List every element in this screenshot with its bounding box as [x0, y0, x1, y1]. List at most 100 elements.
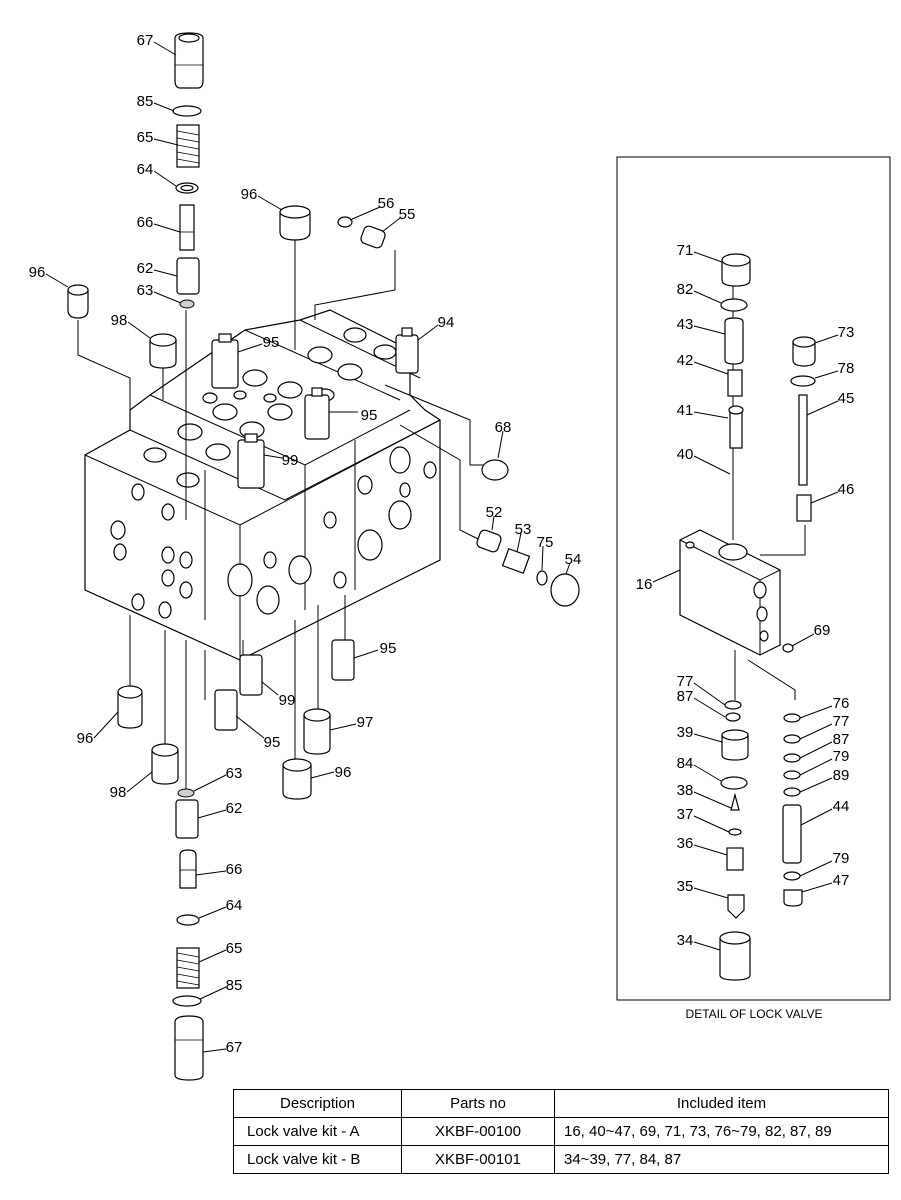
upper-spool-stack	[172, 32, 204, 309]
callout-number: 73	[838, 324, 855, 341]
callout-96: 96	[310, 764, 351, 781]
callout-95: 95	[353, 640, 397, 659]
caps-and-relief-valves	[67, 205, 580, 800]
callout-99: 99	[263, 452, 298, 469]
callout-leader	[417, 324, 439, 341]
callout-63: 63	[137, 282, 182, 304]
callout-number: 89	[833, 767, 850, 784]
callout-77: 77	[677, 673, 726, 706]
callout-number: 95	[380, 640, 397, 657]
callout-number: 95	[361, 407, 378, 424]
callout-number: 39	[677, 724, 694, 741]
callout-number: 40	[677, 446, 694, 463]
callout-leader	[153, 291, 182, 304]
callout-number: 69	[814, 622, 831, 639]
callout-number: 65	[226, 940, 243, 957]
callout-82: 82	[677, 281, 722, 304]
cell-description: Lock valve kit - A	[233, 1117, 402, 1146]
callout-leader	[693, 887, 729, 899]
callout-45: 45	[806, 390, 854, 416]
column-header-description: Description	[233, 1089, 402, 1118]
callout-number: 55	[399, 206, 416, 223]
callout-leader	[153, 269, 178, 277]
callout-95: 95	[329, 407, 377, 424]
callout-number: 82	[677, 281, 694, 298]
callout-number: 62	[137, 260, 154, 277]
callout-number: 41	[677, 402, 694, 419]
callout-number: 78	[838, 360, 855, 377]
callout-34: 34	[677, 932, 721, 951]
callout-number: 77	[833, 713, 850, 730]
callout-leader	[693, 455, 731, 475]
callout-leader	[193, 774, 227, 792]
callout-44: 44	[800, 798, 849, 826]
callout-37: 37	[677, 806, 730, 833]
leader-lines	[77, 240, 485, 790]
callout-40: 40	[677, 446, 731, 475]
callout-leader	[814, 370, 839, 379]
callout-96: 96	[29, 264, 69, 288]
callout-47: 47	[801, 872, 849, 893]
callout-leader	[541, 545, 544, 571]
callout-leader	[153, 170, 177, 187]
callout-78: 78	[814, 360, 855, 379]
callout-leader	[153, 138, 179, 146]
lock-valve-kit-table: Description Parts no Included item Lock …	[233, 1089, 889, 1174]
callout-number: 37	[677, 806, 694, 823]
callout-41: 41	[677, 402, 729, 419]
callout-number: 36	[677, 835, 694, 852]
callout-number: 53	[515, 521, 532, 538]
table-row: Lock valve kit - A XKBF-00100 16, 40~47,…	[233, 1117, 889, 1146]
callout-94: 94	[417, 314, 454, 341]
callout-leader	[93, 711, 119, 739]
callout-number: 75	[537, 534, 554, 551]
callout-number: 67	[226, 1039, 243, 1056]
callout-leader	[799, 777, 833, 793]
cell-included-item: 34~39, 77, 84, 87	[554, 1145, 889, 1174]
callout-leader	[810, 491, 839, 504]
callout-73: 73	[814, 324, 855, 344]
callout-number: 85	[226, 977, 243, 994]
callout-leader	[693, 361, 729, 375]
callout-68: 68	[495, 419, 511, 459]
callout-number: 95	[263, 334, 280, 351]
callout-leader	[198, 906, 227, 919]
callout-number: 66	[226, 861, 243, 878]
callout-87: 87	[799, 731, 849, 759]
callout-number: 96	[241, 186, 258, 203]
callout-96: 96	[241, 186, 283, 211]
callout-number: 84	[677, 755, 694, 772]
callout-leader	[491, 515, 495, 531]
callout-number: 96	[77, 730, 94, 747]
callout-number: 42	[677, 352, 694, 369]
callout-leader	[693, 941, 721, 951]
callout-leader	[310, 771, 335, 779]
cell-parts-no: XKBF-00100	[401, 1117, 555, 1146]
column-header-included-item: Included item	[554, 1089, 889, 1118]
callout-number: 85	[137, 93, 154, 110]
callout-84: 84	[677, 755, 722, 782]
callout-leader	[153, 41, 177, 56]
callout-66: 66	[195, 861, 243, 878]
callout-89: 89	[799, 767, 850, 793]
callout-leader	[516, 532, 522, 553]
callout-number: 43	[677, 316, 694, 333]
callout-number: 16	[636, 576, 653, 593]
callout-95: 95	[237, 334, 280, 353]
callout-leader	[693, 290, 722, 304]
callout-leader	[693, 682, 726, 706]
callout-number: 98	[111, 312, 128, 329]
callout-leader	[197, 809, 227, 819]
callout-leader	[652, 569, 681, 583]
callout-leader	[198, 949, 227, 963]
callout-leader	[799, 705, 833, 719]
callout-number: 64	[226, 897, 243, 914]
callout-64: 64	[198, 897, 243, 919]
callout-number: 35	[677, 878, 694, 895]
callout-leader	[353, 649, 379, 659]
callout-number: 76	[833, 695, 850, 712]
callout-leader	[199, 986, 227, 1000]
callout-71: 71	[677, 242, 723, 263]
callout-64: 64	[137, 161, 177, 187]
